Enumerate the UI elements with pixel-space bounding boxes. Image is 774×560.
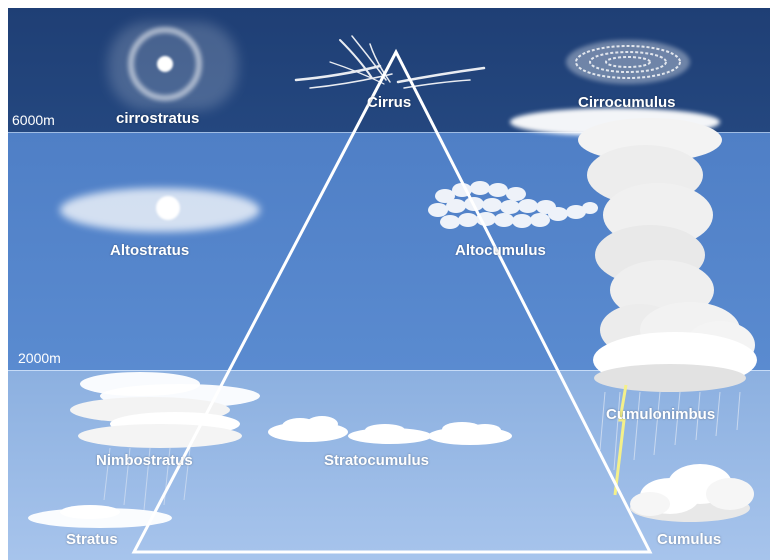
cirrostratus-label: cirrostratus <box>116 110 199 127</box>
cumulus-cloud-icon <box>630 464 754 522</box>
altitude-6000m-label: 6000m <box>12 112 55 128</box>
stratus-label: Stratus <box>66 531 118 548</box>
cirrus-label: Cirrus <box>367 94 411 111</box>
nimbostratus-cloud-icon <box>70 372 260 510</box>
cirrocumulus-label: Cirrocumulus <box>578 94 676 111</box>
altocumulus-label: Altocumulus <box>455 242 546 259</box>
altostratus-label: Altostratus <box>110 242 189 259</box>
stratocumulus-cloud-icon <box>268 416 512 445</box>
stratus-cloud-icon <box>28 505 172 528</box>
stratocumulus-label: Stratocumulus <box>324 452 429 469</box>
altocumulus-cloud-icon <box>428 181 598 229</box>
altitude-2000m-label: 2000m <box>18 350 61 366</box>
nimbostratus-label: Nimbostratus <box>96 452 193 469</box>
cirrocumulus-cloud-icon <box>566 40 690 84</box>
altostratus-cloud-icon <box>60 188 260 232</box>
cirrostratus-cloud-icon <box>108 22 238 110</box>
cumulonimbus-label: Cumulonimbus <box>606 406 715 423</box>
cumulus-label: Cumulus <box>657 531 721 548</box>
